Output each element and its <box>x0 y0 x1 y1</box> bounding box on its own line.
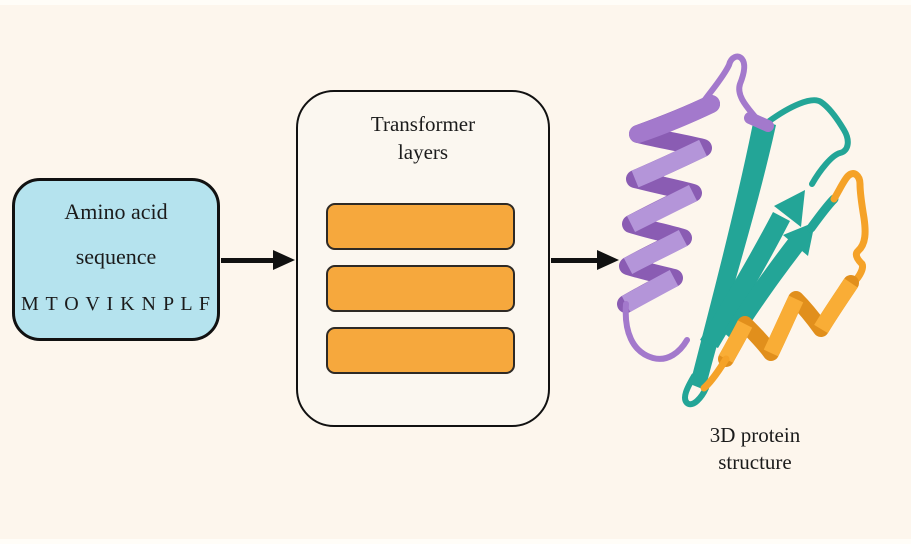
page-edge-strip-bottom <box>0 539 911 544</box>
amino-acid-label-line1: Amino acid <box>64 199 168 224</box>
transformer-title-line2: layers <box>397 140 449 164</box>
orange-right-loop <box>830 170 869 286</box>
amino-acid-sequence-box: Amino acid sequence M T O V I K N P L F <box>12 178 220 341</box>
transformer-layer-stack <box>326 203 515 389</box>
protein-structure-caption: 3D protein structure <box>655 422 855 476</box>
teal-right-link <box>806 194 839 233</box>
beta-strand-2-shaft <box>700 212 790 348</box>
purple-cap-on-strand1 <box>744 112 774 132</box>
flow-arrow-1-head <box>273 250 295 270</box>
protein-caption-line1: 3D protein <box>709 423 801 447</box>
beta-strand-3-arrowhead <box>783 222 815 256</box>
amino-acid-sequence-text: M T O V I K N P L F <box>21 293 211 315</box>
amino-acid-label-line2: sequence <box>75 244 157 269</box>
helix-orange <box>700 170 869 392</box>
beta-strand-2-arrowhead <box>774 190 805 227</box>
transformer-layer-bar <box>326 203 515 250</box>
purple-connectors <box>622 112 774 362</box>
purple-exit-strand <box>622 301 690 362</box>
transformer-layer-bar <box>326 327 515 374</box>
transformer-layers-box: Transformer layers <box>296 90 550 427</box>
protein-structure-illustration <box>617 53 869 408</box>
teal-bottom-loop <box>682 373 709 408</box>
transformer-title: Transformer layers <box>298 110 548 166</box>
orange-bottom-connector <box>700 355 730 392</box>
flow-arrow-2-head <box>597 250 619 270</box>
transformer-title-line1: Transformer <box>370 112 476 136</box>
transformer-layer-bar <box>326 265 515 312</box>
teal-top-loop <box>765 97 851 187</box>
flow-arrow-2-line <box>551 258 599 263</box>
protein-caption-line2: structure <box>718 450 792 474</box>
flow-arrow-1-line <box>221 258 275 263</box>
page-edge-strip-top <box>0 0 911 5</box>
alpha-helix-purple <box>617 53 759 313</box>
